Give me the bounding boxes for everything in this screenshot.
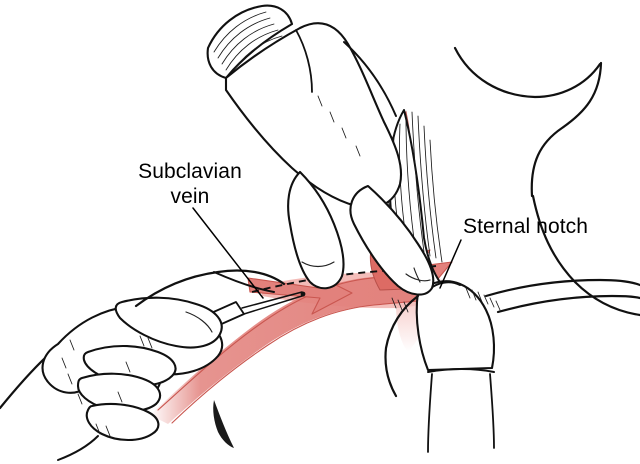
manubrium-body [415,280,496,372]
right-clavicle-contour [484,278,640,298]
thumb [114,296,223,349]
glove-cuff-folds [213,11,283,77]
hand-thumb-edge [343,41,397,117]
index-finger [287,170,345,290]
leader-line-subclavian-vein [192,207,264,299]
torso-neck-outline [453,46,640,317]
sternum-left-edge [427,373,433,453]
jawline-contour [453,46,602,99]
label-subclavian-vein-line1: Subclavian [138,160,242,183]
finger-pinky-edge [57,435,99,461]
pectoral-fold-sliver [213,400,234,448]
needle-shaft-lower [243,295,303,315]
neck-right-contour [530,61,603,198]
manubrium-sternum-joint [427,368,495,373]
label-subclavian-vein-line2: vein [171,185,210,208]
right-clavicle-lower-contour [496,294,640,314]
vein-lower-edge [171,299,430,424]
upper-hand [206,4,435,296]
hand-hair-marks [317,95,361,157]
shoulder-right-contour [531,194,640,317]
left-sternoclavicular-hatching [391,297,409,313]
deltoid-upper-contour [134,269,286,308]
hand-knuckle-contour [295,29,313,93]
glove-cuff [206,4,294,80]
vein-upper-edge [157,272,429,411]
sternum-manubrium [384,278,640,453]
sternum-right-edge [489,373,495,449]
shoulder-left-region [134,269,286,308]
lower-hand-creases [61,335,153,437]
needle-tip [300,291,306,297]
leader-line-sternal-notch [439,239,462,289]
label-sternal-notch: Sternal notch [463,215,588,238]
lower-hand [0,296,224,461]
finger-ring [85,402,160,442]
sternoclavicular-hatching [465,287,501,311]
thumb-tip-crease [185,311,213,333]
index-fingertip-crease [301,261,335,268]
left-chest-contour [384,294,420,398]
landmark-finger [349,184,435,296]
landmark-finger-nail [413,267,421,283]
hand-dorsum [224,22,403,209]
needle-shaft [241,291,303,309]
deltoid-fold [213,271,275,293]
